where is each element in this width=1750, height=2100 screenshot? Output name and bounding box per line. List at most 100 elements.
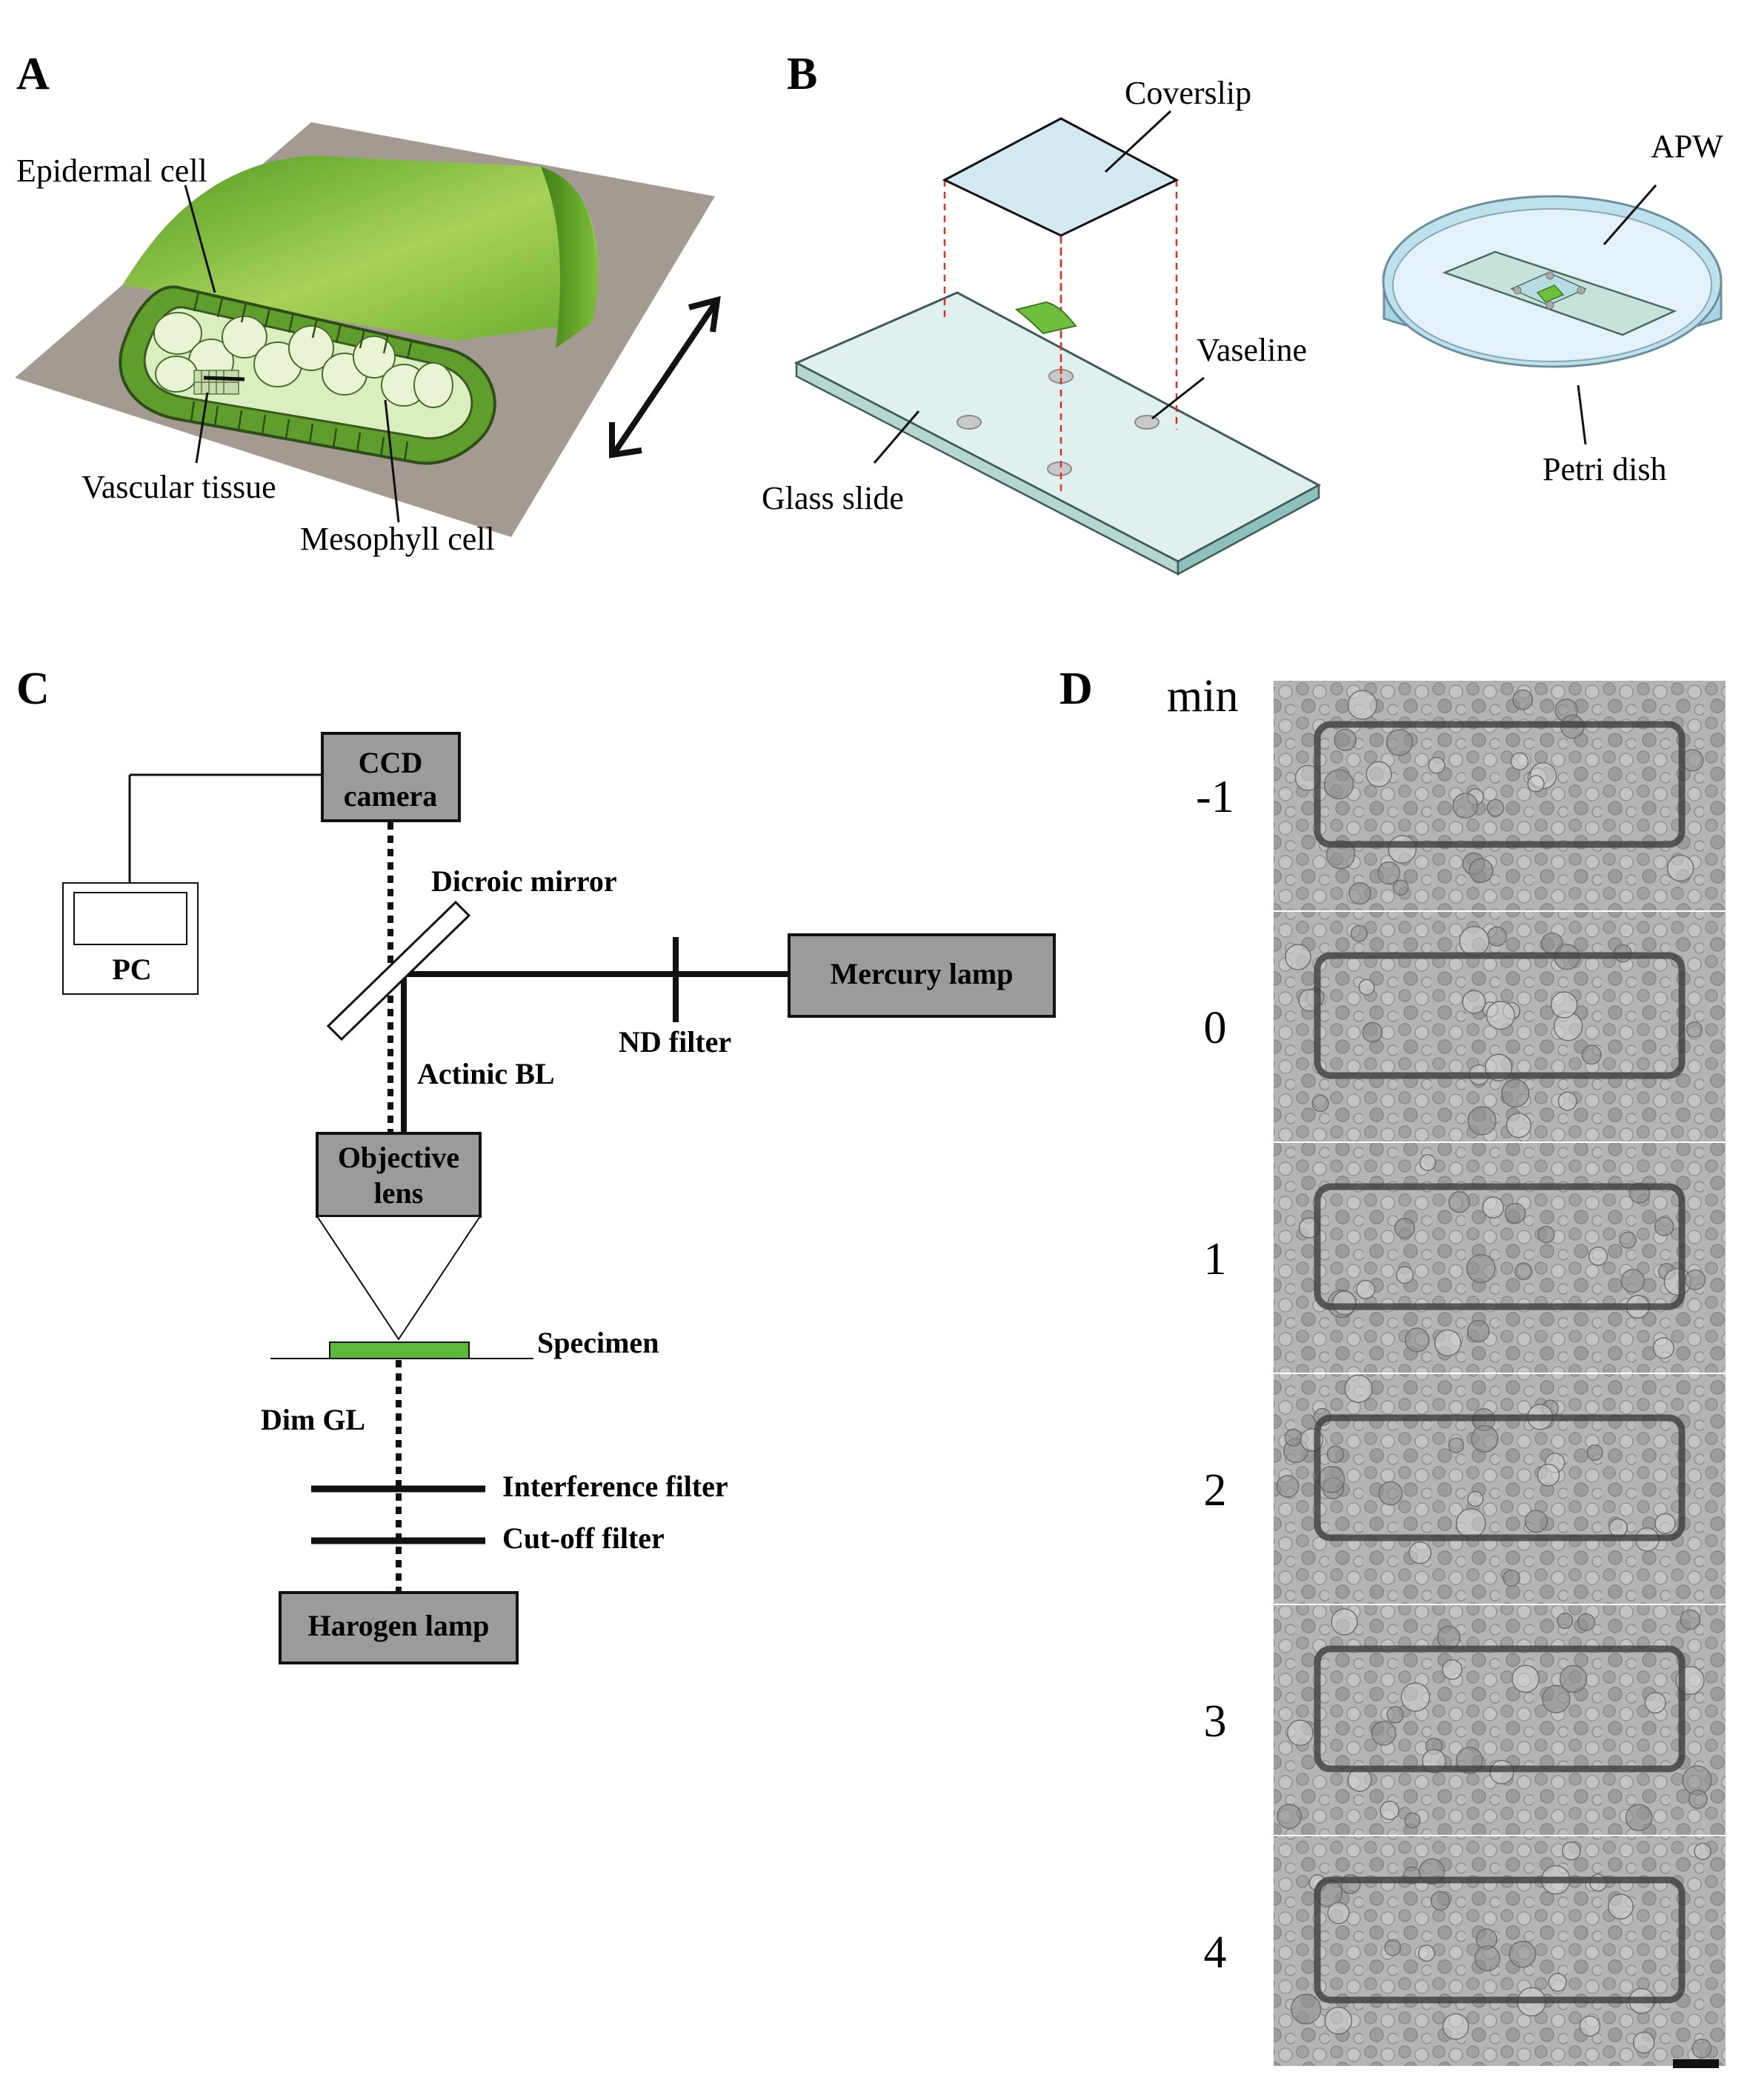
- chloroplast: [1654, 1513, 1676, 1535]
- chloroplast: [1537, 1464, 1560, 1487]
- panel-label-a: A: [16, 49, 50, 99]
- chloroplast: [1644, 1692, 1666, 1714]
- chloroplast: [1688, 1789, 1708, 1810]
- chloroplast: [1550, 991, 1578, 1019]
- chloroplast: [1434, 1329, 1462, 1357]
- label-apw: APW: [1651, 128, 1723, 164]
- label-interference-filter: Interference filter: [502, 1470, 728, 1503]
- epidermal-ticks: [190, 291, 413, 461]
- chloroplast: [1524, 1510, 1548, 1533]
- chloroplast: [1654, 1216, 1674, 1236]
- chloroplast: [1579, 2015, 1601, 2037]
- chloroplast: [1377, 861, 1400, 884]
- cell-wall-outline: [1314, 952, 1686, 1079]
- chloroplast: [1506, 1113, 1531, 1139]
- cell-wall-outline: [1314, 1414, 1686, 1541]
- petri-dish: [1382, 195, 1723, 368]
- cell-wall-outline: [1314, 1183, 1686, 1310]
- vascular-bundle: [193, 370, 239, 395]
- chloroplast: [1542, 1684, 1571, 1713]
- chloroplast: [1428, 756, 1445, 774]
- micrograph-frame: 2: [1204, 1373, 1727, 1605]
- chloroplast: [1557, 1091, 1577, 1111]
- chloroplast: [1347, 690, 1377, 720]
- label-mercury-lamp: Mercury lamp: [831, 957, 1014, 990]
- chloroplast: [1503, 1569, 1520, 1587]
- chloroplast: [1331, 1608, 1358, 1636]
- label-petri-dish: Petri dish: [1543, 451, 1666, 487]
- chloroplast: [1285, 944, 1311, 970]
- chloroplast: [1471, 1424, 1499, 1453]
- halogen-lamp-box: [279, 1591, 519, 1664]
- leader-epidermal: [184, 184, 216, 293]
- chloroplast: [1326, 1445, 1345, 1464]
- objective-label-line1: Objective: [338, 1141, 459, 1174]
- chloroplast: [1487, 926, 1508, 947]
- leaf-curved-edge: [541, 167, 596, 348]
- chloroplast: [1448, 1191, 1471, 1213]
- chloroplast: [1462, 990, 1486, 1014]
- chloroplast: [1482, 1196, 1505, 1219]
- chloroplast: [1317, 1466, 1345, 1493]
- chloroplast: [1324, 2007, 1353, 2035]
- chloroplast: [1350, 924, 1368, 942]
- leaf-specimen: [1014, 301, 1077, 335]
- dashed-guides: [943, 119, 1178, 493]
- chloroplast: [1386, 1706, 1404, 1724]
- chloroplast: [1380, 1800, 1400, 1821]
- chloroplast: [1474, 1945, 1501, 1972]
- chloroplast: [1511, 1664, 1540, 1693]
- scale-bar: [1673, 2059, 1719, 2068]
- chloroplast: [1527, 775, 1545, 793]
- chloroplast: [1394, 1217, 1415, 1239]
- chloroplast: [1276, 1475, 1300, 1498]
- chloroplast: [1404, 1812, 1421, 1829]
- chloroplast: [1586, 1444, 1603, 1461]
- cell-wall-outline: [1314, 721, 1686, 848]
- micrograph-image: [1272, 1373, 1727, 1605]
- chloroplast: [1504, 1202, 1526, 1224]
- chloroplast: [1277, 1804, 1302, 1830]
- chloroplast: [1408, 1541, 1432, 1564]
- vaseline-dots: [956, 369, 1160, 476]
- leader-coverslip: [1104, 110, 1172, 173]
- chloroplast: [1385, 729, 1414, 756]
- chloroplast: [1652, 1337, 1674, 1359]
- chloroplast: [1684, 1269, 1706, 1290]
- chloroplast: [1561, 1841, 1581, 1861]
- label-coverslip: Coverslip: [1125, 75, 1251, 111]
- glass-slide: [794, 291, 1322, 576]
- objective-light-cone: [316, 1216, 482, 1341]
- chloroplast: [1419, 1154, 1437, 1171]
- label-glass-slide: Glass slide: [762, 480, 904, 516]
- time-label: 4: [1204, 1927, 1227, 1978]
- leaf-top-surface: [122, 156, 599, 341]
- chloroplast: [1400, 1682, 1431, 1712]
- micrograph-frame: 4: [1204, 1835, 1727, 2067]
- chloroplast: [1577, 1613, 1596, 1632]
- chloroplast: [1396, 1266, 1414, 1284]
- chloroplast: [1430, 1890, 1451, 1911]
- chloroplast: [1514, 1262, 1533, 1281]
- chloroplast: [1666, 854, 1694, 882]
- chloroplast: [1388, 835, 1417, 864]
- cell-wall-outline: [1314, 1876, 1686, 2004]
- label-dim-gl: Dim GL: [261, 1403, 365, 1436]
- chloroplast: [1466, 1253, 1496, 1284]
- mercury-lamp-box: [788, 933, 1056, 1018]
- pc-label: PC: [112, 953, 151, 986]
- chloroplast: [1452, 793, 1479, 819]
- chloroplast: [1557, 1613, 1574, 1630]
- chloroplast: [1456, 1508, 1486, 1539]
- chloroplast: [1508, 1940, 1537, 1968]
- chloroplast: [1686, 1021, 1703, 1039]
- chloroplast: [1378, 1481, 1403, 1506]
- chloroplast: [1581, 1044, 1602, 1065]
- chloroplast: [1287, 1719, 1314, 1747]
- chloroplast: [1323, 769, 1354, 800]
- dichroic-mirror: [326, 900, 471, 1041]
- specimen: [329, 1341, 470, 1359]
- chloroplast: [1691, 2039, 1712, 2059]
- time-label: 1: [1204, 1234, 1227, 1284]
